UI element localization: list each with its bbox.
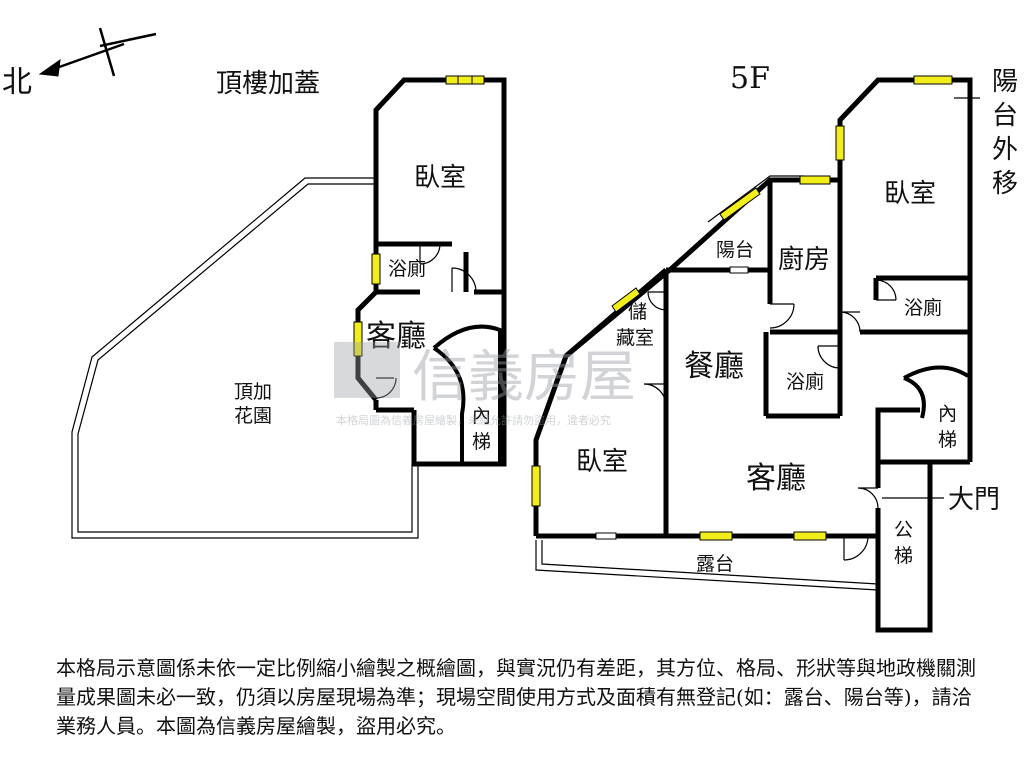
- floor5-sliding-openings: [595, 266, 749, 540]
- balcony-outer-line: [707, 175, 804, 223]
- floor5-storage-label: 儲藏室: [616, 301, 654, 349]
- rooftop-bathroom-label: 浴廁: [388, 257, 426, 280]
- floor5-bathroom-top-label: 浴廁: [904, 296, 942, 319]
- rooftop-inner-stairs-label: 內梯: [472, 405, 491, 453]
- floor5-stair-wall: [903, 365, 970, 419]
- watermark-brand: 信義房屋: [412, 345, 636, 410]
- floor5-dining-label: 餐廳: [684, 349, 744, 384]
- terrace-outline: [535, 540, 879, 591]
- floor5-bathroom-mid-label: 浴廁: [786, 370, 824, 393]
- rooftop-garden-outline: [71, 177, 419, 539]
- watermark-logo-icon: [334, 342, 400, 398]
- floor5-bedroom-right-label: 臥室: [884, 179, 936, 209]
- floor5-inner-stairs-label: 內梯: [938, 403, 957, 451]
- floor5-balcony-note-label: 陽台外移: [992, 67, 1018, 199]
- floor5-windows: [531, 75, 953, 541]
- rooftop-stair-wall: [432, 324, 502, 464]
- disclaimer-text: 本格局示意圖係未依一定比例縮小繪製之概繪圖，與實況仍有差距，其方位、格局、形狀等…: [56, 656, 976, 738]
- rooftop-windows: [353, 75, 485, 357]
- floor5-bedroom-left-label: 臥室: [576, 447, 628, 477]
- rooftop-title: 頂樓加蓋: [216, 69, 320, 99]
- floor5-public-stairs-label: 公梯: [894, 519, 913, 567]
- compass-north-arrow: [38, 27, 157, 77]
- floor5-main-door-label: 大門: [948, 485, 1000, 515]
- rooftop-bedroom-label: 臥室: [414, 163, 466, 193]
- rooftop-doors: [375, 243, 477, 399]
- floor5-doors: [643, 279, 897, 561]
- floor5-title: 5F: [730, 61, 770, 96]
- north-label: 北: [2, 65, 32, 100]
- floor5-living-label: 客廳: [746, 461, 806, 496]
- rooftop-garden-label: 頂加花園: [234, 381, 272, 427]
- floor5-balcony-label: 陽台: [716, 239, 754, 261]
- rooftop-living-label: 客廳: [366, 319, 426, 354]
- watermark-notice: 本格局圖為信義房屋繪製，未經允許請勿盜用，違者必究: [336, 413, 611, 427]
- watermark: 信義房屋 本格局圖為信義房屋繪製，未經允許請勿盜用，違者必究: [334, 342, 636, 427]
- floor5-walls: [533, 77, 973, 633]
- floor5-terrace-label: 露台: [696, 553, 734, 575]
- floor5-kitchen-label: 廚房: [778, 245, 830, 275]
